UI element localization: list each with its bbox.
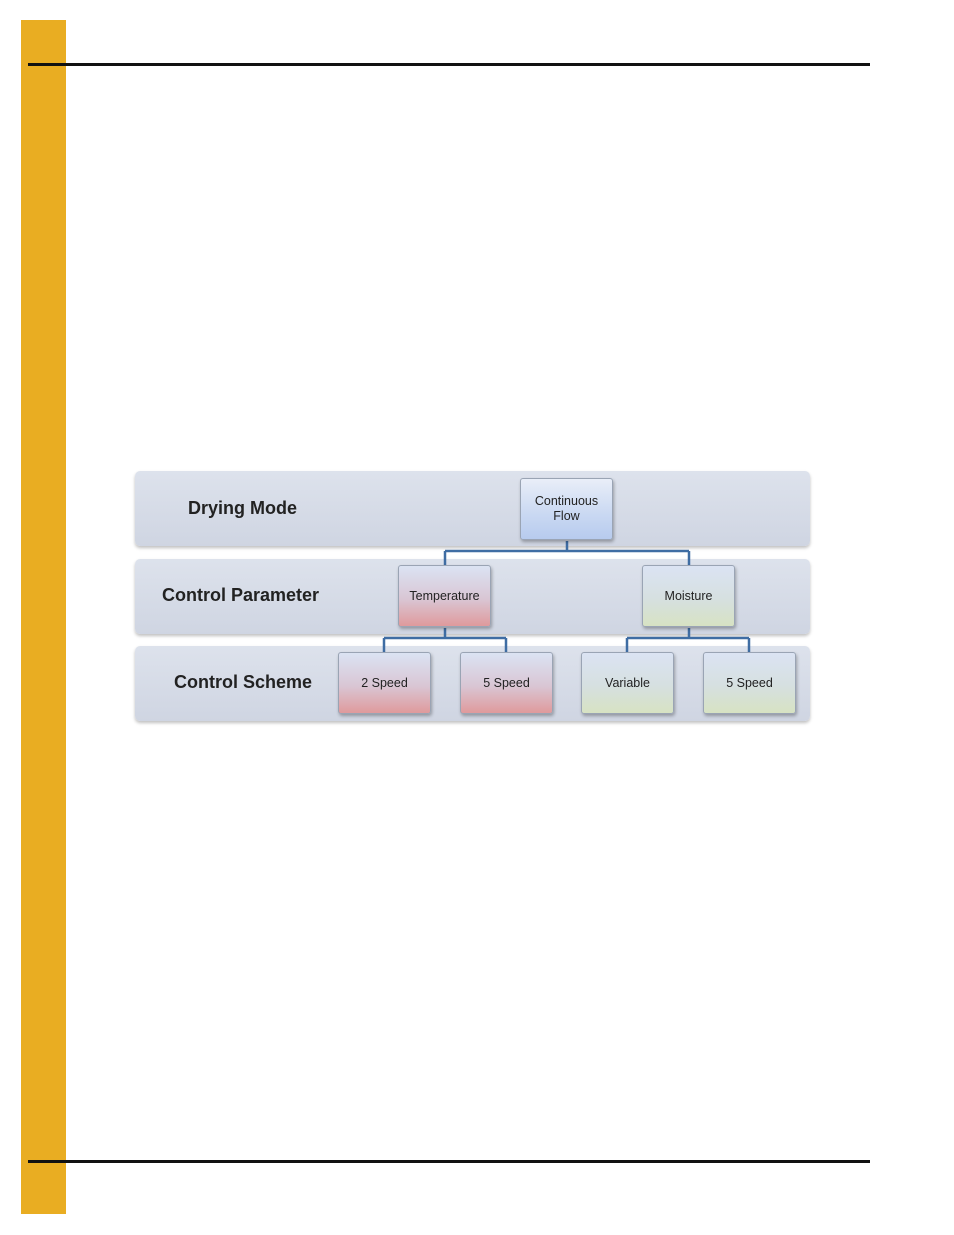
node-temp-2-speed: 2 Speed bbox=[338, 652, 431, 714]
footer-rule bbox=[28, 1160, 870, 1163]
header-rule bbox=[28, 63, 870, 66]
side-bar bbox=[21, 20, 66, 1214]
node-temp-5-speed: 5 Speed bbox=[460, 652, 553, 714]
node-moisture: Moisture bbox=[642, 565, 735, 627]
node-label: 2 Speed bbox=[361, 675, 408, 690]
node-label: Moisture bbox=[664, 588, 713, 603]
band-label-control-parameter: Control Parameter bbox=[162, 585, 320, 605]
connector-root bbox=[443, 541, 691, 565]
connector-moisture bbox=[625, 628, 751, 652]
node-label: Continuous Flow bbox=[534, 494, 599, 523]
node-label: 5 Speed bbox=[483, 675, 530, 690]
node-moist-5-speed: 5 Speed bbox=[703, 652, 796, 714]
node-label: Variable bbox=[605, 675, 650, 690]
node-continuous-flow: Continuous Flow bbox=[520, 478, 613, 540]
band-label-control-scheme: Control Scheme bbox=[174, 672, 313, 692]
band-drying-mode bbox=[135, 471, 810, 546]
node-moist-variable: Variable bbox=[581, 652, 674, 714]
connector-temperature bbox=[382, 628, 508, 652]
node-label: 5 Speed bbox=[726, 675, 773, 690]
node-label: Temperature bbox=[409, 588, 480, 603]
band-label-drying-mode: Drying Mode bbox=[188, 498, 298, 518]
node-temperature: Temperature bbox=[398, 565, 491, 627]
